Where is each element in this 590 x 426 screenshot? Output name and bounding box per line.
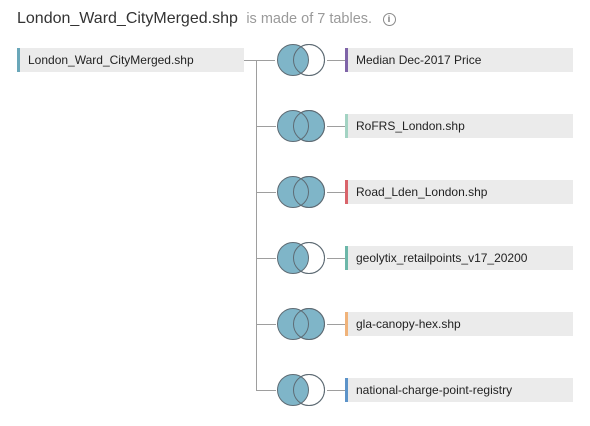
- inner-join-icon[interactable]: [275, 108, 327, 144]
- page-header: London_Ward_CityMerged.shp is made of 7 …: [17, 9, 396, 29]
- base-table[interactable]: London_Ward_CityMerged.shp: [17, 48, 244, 72]
- joined-table-label: RoFRS_London.shp: [356, 119, 465, 133]
- connector-line-base: [244, 60, 275, 61]
- left-join-icon[interactable]: [275, 240, 327, 276]
- connector-line-branch: [256, 126, 276, 127]
- left-join-icon[interactable]: [275, 372, 327, 408]
- connector-line-table: [327, 192, 345, 193]
- connector-line-table: [327, 258, 345, 259]
- left-join-icon[interactable]: [275, 42, 327, 78]
- joined-table[interactable]: Road_Lden_London.shp: [345, 180, 573, 204]
- connector-line-trunk: [256, 60, 257, 390]
- connector-line-branch: [256, 324, 276, 325]
- connector-line-branch: [256, 390, 276, 391]
- joined-table[interactable]: RoFRS_London.shp: [345, 114, 573, 138]
- joined-table-label: gla-canopy-hex.shp: [356, 317, 461, 331]
- joined-table[interactable]: national-charge-point-registry: [345, 378, 573, 402]
- joined-table-label: Median Dec-2017 Price: [356, 53, 482, 67]
- inner-join-icon[interactable]: [275, 174, 327, 210]
- connector-line-branch: [256, 258, 276, 259]
- data-source-title: London_Ward_CityMerged.shp: [17, 10, 238, 27]
- inner-join-icon[interactable]: [275, 306, 327, 342]
- joined-table[interactable]: Median Dec-2017 Price: [345, 48, 573, 72]
- joined-table-label: national-charge-point-registry: [356, 383, 513, 397]
- base-table-label: London_Ward_CityMerged.shp: [28, 53, 194, 67]
- info-icon[interactable]: i: [382, 13, 396, 26]
- connector-line-table: [327, 126, 345, 127]
- joined-table[interactable]: geolytix_retailpoints_v17_20200: [345, 246, 573, 270]
- connector-line-branch: [256, 192, 276, 193]
- table-count-text: is made of 7 tables.: [246, 11, 373, 27]
- connector-line-table: [327, 60, 345, 61]
- joined-table[interactable]: gla-canopy-hex.shp: [345, 312, 573, 336]
- joined-table-label: geolytix_retailpoints_v17_20200: [356, 251, 528, 265]
- joined-table-label: Road_Lden_London.shp: [356, 185, 488, 199]
- connector-line-table: [327, 324, 345, 325]
- connector-line-table: [327, 390, 345, 391]
